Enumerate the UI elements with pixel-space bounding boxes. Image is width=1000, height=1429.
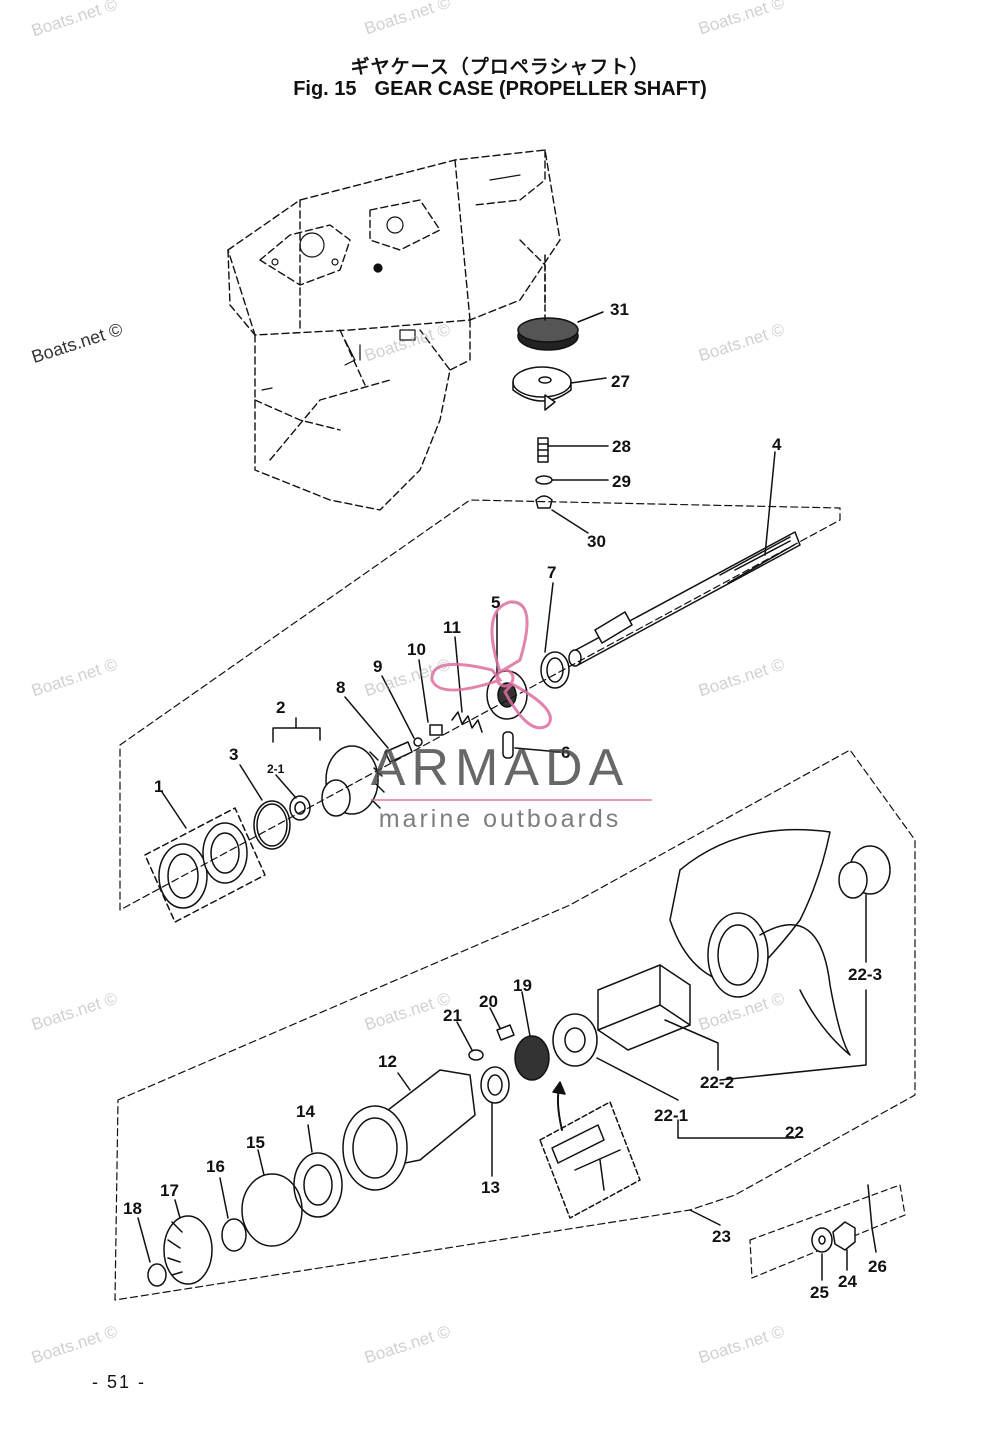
part-label-17: 17 (160, 1181, 179, 1200)
part-label-24: 24 (838, 1272, 857, 1291)
part-7-ring (540, 582, 570, 689)
part-label-9: 9 (373, 657, 382, 676)
part-8-plunger (344, 696, 413, 763)
assembly-frame-upper (119, 499, 841, 911)
part-label-23: 23 (712, 1227, 731, 1246)
part-24-nut (832, 1221, 856, 1271)
part-27-shape (512, 366, 607, 411)
part-12-housing (342, 1069, 476, 1191)
part-6-pin (502, 731, 561, 759)
part-30-shape (535, 495, 589, 534)
part-label-20: 20 (479, 992, 498, 1011)
part-label-22-3: 22-3 (848, 965, 882, 984)
detail-box (539, 1081, 641, 1219)
part-label-6: 6 (561, 743, 570, 762)
brand-name: ARMADA (370, 739, 630, 797)
part-label-22: 22 (785, 1123, 804, 1142)
assembly-frame-lower (114, 749, 916, 1301)
part-label-27: 27 (611, 372, 630, 391)
part-31-shape (517, 311, 604, 351)
part-label-22-1: 22-1 (654, 1106, 688, 1125)
part-label-25: 25 (810, 1283, 829, 1302)
part-label-4: 4 (772, 435, 782, 454)
part-label-7: 7 (547, 563, 556, 582)
part-label-15: 15 (246, 1133, 265, 1152)
part-label-2: 2 (276, 698, 285, 717)
part-2-1-bushing (275, 774, 311, 821)
part-label-10: 10 (407, 640, 426, 659)
part-17-gear (163, 1199, 213, 1285)
assembly-frame-nut (749, 1184, 906, 1279)
part-22-2-sleeve (597, 964, 719, 1071)
part-label-26: 26 (868, 1257, 887, 1276)
figure-number: Fig. 15 (293, 78, 357, 100)
part-labels: 31 27 28 29 30 4 7 5 11 10 9 8 6 2 2-1 3… (123, 300, 887, 1302)
part-22-propeller (669, 829, 851, 1056)
part-28-shape (537, 437, 609, 463)
part-label-12: 12 (378, 1052, 397, 1071)
part-21-washer (456, 1021, 484, 1061)
part-10-pin (418, 659, 443, 736)
part-26-pin (867, 1184, 877, 1253)
part-22-3-spacer (719, 845, 891, 1081)
brand-underline (372, 799, 652, 801)
gear-case-housing (227, 149, 561, 511)
part-19-shape (514, 991, 550, 1081)
figure-title: Fig. 15 GEAR CASE (PROPELLER SHAFT) (0, 78, 1000, 101)
part-9-ball (381, 675, 423, 747)
part-label-8: 8 (336, 678, 345, 697)
part-label-28: 28 (612, 437, 631, 456)
part-label-30: 30 (587, 532, 606, 551)
part-label-13: 13 (481, 1178, 500, 1197)
part-label-5: 5 (491, 593, 500, 612)
part-label-14: 14 (296, 1102, 315, 1121)
figure-title-english: GEAR CASE (PROPELLER SHAFT) (374, 78, 707, 100)
part-label-1: 1 (154, 777, 163, 796)
part-4-shaft (568, 451, 801, 667)
figure-title-japanese: ギヤケース（プロペラシャフト） (350, 56, 650, 78)
gear-case-details (261, 174, 521, 391)
page-number: - 51 - (92, 1372, 147, 1392)
part-label-16: 16 (206, 1157, 225, 1176)
part-label-3: 3 (229, 745, 238, 764)
leader-23 (689, 1209, 721, 1226)
part-13-bushing (480, 1066, 510, 1177)
part-label-11: 11 (443, 618, 461, 637)
propeller-logo-icon (430, 600, 552, 730)
part-11-spring (451, 636, 483, 733)
part-3-shim (239, 764, 291, 850)
part-22-1-washer (552, 1013, 796, 1139)
part-label-29: 29 (612, 472, 631, 491)
brand-tagline: marine outboards (378, 805, 622, 833)
part-label-31: 31 (610, 300, 629, 319)
part-16-shim (219, 1177, 247, 1252)
part-1-bearing (144, 791, 266, 923)
part-label-19: 19 (513, 976, 532, 995)
part-label-2-1: 2-1 (267, 762, 285, 776)
part-20-bolt (489, 1007, 515, 1041)
part-label-18: 18 (123, 1199, 142, 1218)
part-18-washer (137, 1217, 167, 1287)
part-label-21: 21 (443, 1006, 462, 1025)
part-25-washer (811, 1227, 833, 1281)
part-15-oring (241, 1149, 303, 1247)
part-29-shape (535, 475, 609, 485)
part-label-22-2: 22-2 (700, 1073, 734, 1092)
